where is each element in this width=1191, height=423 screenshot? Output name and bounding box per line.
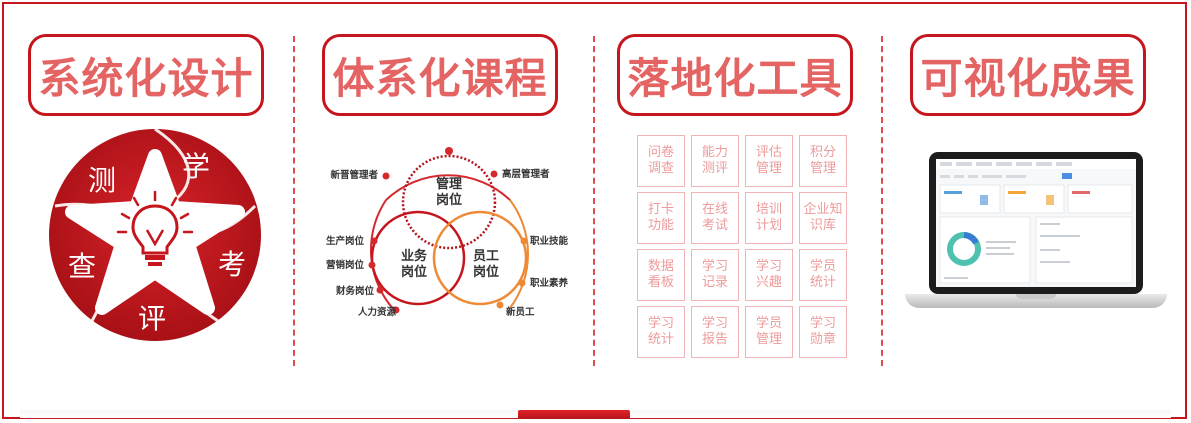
course-venn-diagram: 管理岗位 业务岗位 员工岗位 新晋管理者 生产岗位 营销岗位 财务岗位 人力资源…	[326, 147, 569, 318]
title-text: 体系化课程	[332, 53, 548, 103]
venn-business: 业务岗位	[401, 248, 428, 280]
label-senior-manager: 高层管理者	[502, 168, 550, 180]
label-new-manager: 新晋管理者	[330, 169, 378, 181]
venn-management: 管理岗位	[436, 176, 462, 208]
tool-student-stats: 学员统计	[799, 249, 847, 301]
dashboard-screen	[936, 159, 1136, 287]
tool-learning-stats: 学习统计	[637, 306, 685, 358]
title-text: 系统化设计	[38, 53, 254, 103]
divider-1	[293, 36, 295, 366]
tool-online-exam: 在线考试	[691, 192, 739, 244]
cycle-diagram: 测 学 考 评 查	[49, 128, 261, 341]
cycle-label-learn: 学	[182, 150, 210, 183]
tool-evaluation: 评估管理	[745, 135, 793, 187]
title-text: 可视化成果	[920, 53, 1136, 103]
divider-3	[881, 36, 883, 366]
cycle-label-measure: 测	[88, 164, 116, 197]
title-tools: 落地化工具	[617, 34, 853, 116]
tool-assessment: 能力测评	[691, 135, 739, 187]
label-hr: 人力资源	[358, 306, 397, 318]
cycle-label-exam: 考	[218, 248, 246, 281]
venn-employee: 员工岗位	[473, 249, 499, 280]
tool-points: 积分管理	[799, 135, 847, 187]
tool-learning-interest: 学习兴趣	[745, 249, 793, 301]
tool-knowledge-base: 企业知识库	[799, 192, 847, 244]
title-text: 落地化工具	[627, 53, 843, 103]
tool-survey: 问卷调查	[637, 135, 685, 187]
label-professionalism: 职业素养	[530, 277, 569, 289]
label-job-skills: 职业技能	[530, 235, 569, 247]
tool-dashboard: 数据看板	[637, 249, 685, 301]
tool-training-plan: 培训计划	[745, 192, 793, 244]
label-finance: 财务岗位	[335, 285, 375, 297]
tools-grid: 问卷调查 能力测评 评估管理 积分管理 打卡功能 在线考试 培训计划 企业知识库…	[637, 135, 847, 358]
label-new-employee: 新员工	[506, 306, 535, 318]
title-results: 可视化成果	[910, 34, 1146, 116]
laptop-mockup	[905, 152, 1167, 317]
tool-learning-badge: 学习勋章	[799, 306, 847, 358]
title-system-design: 系统化设计	[28, 34, 264, 116]
label-production: 生产岗位	[326, 235, 365, 247]
tool-learning-record: 学习记录	[691, 249, 739, 301]
tool-student-management: 学员管理	[745, 306, 793, 358]
cycle-label-evaluate: 评	[138, 302, 166, 335]
tool-checkin: 打卡功能	[637, 192, 685, 244]
cycle-label-check: 查	[68, 250, 96, 283]
tool-learning-report: 学习报告	[691, 306, 739, 358]
divider-2	[593, 36, 595, 366]
bottom-accent-bar	[518, 410, 630, 419]
lightbulb-icon	[116, 190, 194, 266]
title-courses: 体系化课程	[322, 34, 558, 116]
label-marketing: 营销岗位	[326, 259, 365, 271]
